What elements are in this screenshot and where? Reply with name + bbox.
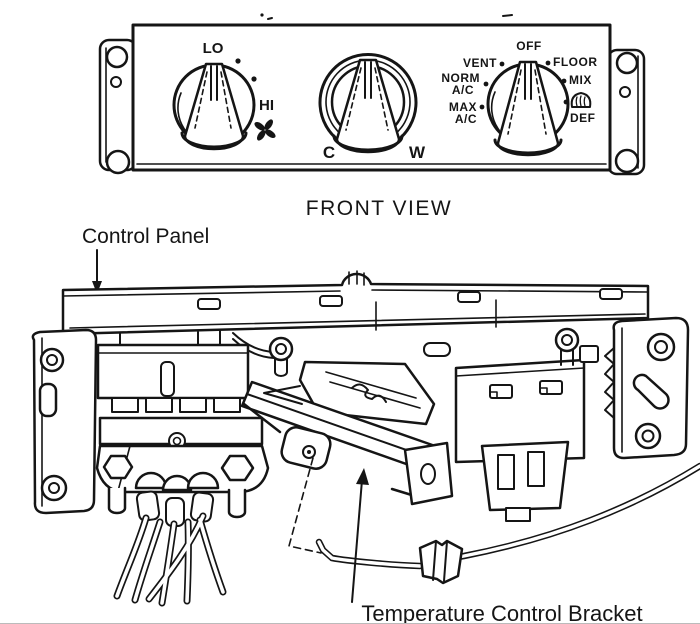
mode-label-floor: FLOOR: [553, 55, 598, 69]
mode-label-vent: VENT: [463, 56, 497, 70]
fan-knob: LO HI: [172, 40, 276, 151]
mode-label-off: OFF: [516, 39, 542, 53]
mode-knob: OFF VENT NORM A/C MAX A/C FLOOR MIX DEF: [441, 39, 598, 157]
mode-label-norm-ac: A/C: [452, 83, 474, 97]
defrost-icon: [570, 92, 592, 108]
connector-screw: [554, 327, 599, 366]
left-mount-bracket: [98, 38, 138, 175]
fan-detent-dot: [251, 76, 257, 82]
temperature-knob: C W: [318, 53, 426, 162]
mode-label-mix: MIX: [569, 73, 592, 87]
fan-icon: [254, 119, 276, 141]
mode-label-max: MAX: [449, 100, 477, 114]
vacuum-hoses: [113, 512, 227, 607]
electrical-connector: [454, 327, 599, 522]
connector-plug: [480, 440, 570, 522]
right-hinge-bracket: [604, 316, 690, 460]
bracket-callout: Temperature Control Bracket: [288, 457, 643, 624]
front-view-caption: FRONT VIEW: [306, 197, 452, 220]
hex-nut: [220, 454, 255, 482]
mode-label-max-ac: A/C: [455, 112, 477, 126]
bracket-arrowhead: [356, 468, 369, 485]
vacuum-harness: [95, 416, 270, 527]
control-panel-callout: Control Panel: [82, 225, 209, 294]
control-panel-arrowhead: [92, 281, 102, 294]
mode-label-norm: NORM: [441, 71, 480, 85]
fan-knob-label-lo: LO: [203, 40, 224, 57]
fan-detent-dot: [235, 58, 241, 64]
front-view: LO HI C W: [98, 13, 646, 220]
temperature-control-bracket: [240, 360, 454, 506]
right-mount-bracket: [606, 48, 646, 176]
left-hinge-bracket: [31, 328, 98, 515]
bracket-right-foot: [403, 441, 454, 506]
temperature-control-cable: [315, 462, 700, 585]
temp-knob-label-warm: W: [409, 143, 426, 162]
temperature-control-bracket-label: Temperature Control Bracket: [361, 601, 642, 624]
mode-label-def: DEF: [570, 111, 596, 125]
hex-nut: [102, 454, 134, 480]
bracket-left-foot: [280, 426, 332, 470]
cable-adjuster: [418, 539, 464, 585]
panel-screw: [268, 336, 294, 377]
rear-panel-bar: [61, 270, 650, 359]
rear-view: Control Panel: [31, 225, 700, 624]
temp-knob-label-cold: C: [323, 143, 335, 162]
control-panel-label: Control Panel: [82, 225, 209, 248]
vacuum-connector: [96, 336, 294, 413]
fan-knob-label-hi: HI: [259, 97, 274, 114]
